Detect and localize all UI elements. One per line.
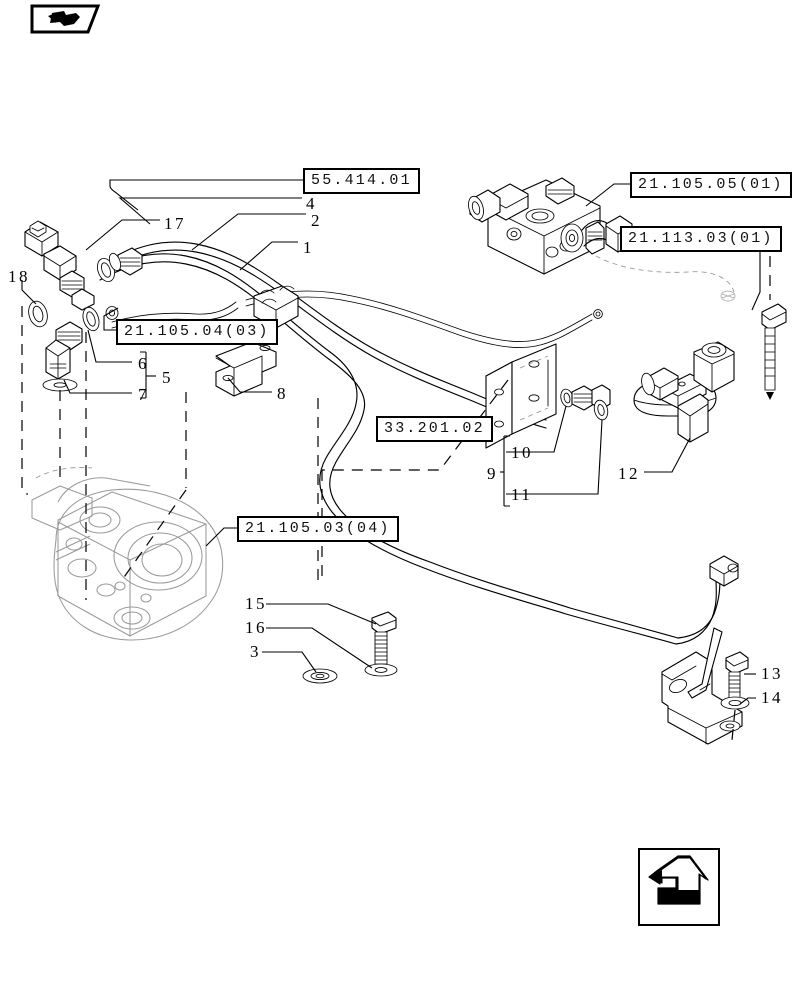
reference-box-21-105-05-01[interactable]: 21.105.05(01) <box>630 172 792 199</box>
hose-collar-upper <box>97 247 143 283</box>
pressure-switch-assembly-17 <box>24 220 95 328</box>
valve-body-12 <box>633 341 735 443</box>
hardware-washer-14 <box>720 696 750 710</box>
callout-4: 4 <box>306 194 317 213</box>
callout-10: 10 <box>511 443 533 462</box>
callout-2: 2 <box>311 211 322 230</box>
reference-box-55-414-01[interactable]: 55.414.01 <box>303 168 420 195</box>
callout-3: 3 <box>250 642 261 661</box>
assembly-direction-lines <box>21 306 509 600</box>
hardware-washer-16 <box>364 663 398 677</box>
support-bracket-33-201-02 <box>485 343 557 449</box>
reference-box-21-105-04-03[interactable]: 21.105.04(03) <box>116 319 278 346</box>
callout-15: 15 <box>245 594 267 613</box>
callout-6: 6 <box>138 354 149 373</box>
tube-end-fitting <box>675 555 739 645</box>
transmission-housing-phantom <box>31 467 224 641</box>
hydraulic-fitting-10-11 <box>560 384 611 421</box>
hardware-bolt-13 <box>725 651 749 699</box>
callout-17: 17 <box>164 214 186 233</box>
hardware-bolt-15 <box>371 611 397 665</box>
mounting-bracket-bottom-right <box>661 627 743 745</box>
reference-box-21-113-03-01[interactable]: 21.113.03(01) <box>620 226 782 253</box>
hydraulic-tube-main <box>99 253 679 645</box>
callout-1: 1 <box>303 238 314 257</box>
reference-box-33-201-02[interactable]: 33.201.02 <box>376 416 493 443</box>
page-turn-forward-icon <box>638 848 720 926</box>
callout-11: 11 <box>511 485 533 504</box>
callout-13: 13 <box>761 664 783 683</box>
callout-12: 12 <box>618 464 640 483</box>
callout-5: 5 <box>162 368 173 387</box>
callout-9: 9 <box>487 464 498 483</box>
assembly-line-bolt-14 <box>731 709 736 741</box>
callout-7: 7 <box>138 385 149 404</box>
callout-16: 16 <box>245 618 267 637</box>
elbow-fitting-assembly <box>42 306 119 392</box>
callout-8: 8 <box>277 384 288 403</box>
mounting-bracket-8 <box>215 341 277 397</box>
callout-18: 18 <box>8 267 30 286</box>
callout-14: 14 <box>761 688 783 707</box>
reference-box-21-105-03-04[interactable]: 21.105.03(04) <box>237 516 399 543</box>
hydraulic-tube-thin-right <box>245 290 603 348</box>
valve-mounting-pin <box>761 256 787 400</box>
page-turn-back-icon <box>30 4 108 34</box>
hardware-washer-3 <box>302 668 338 684</box>
